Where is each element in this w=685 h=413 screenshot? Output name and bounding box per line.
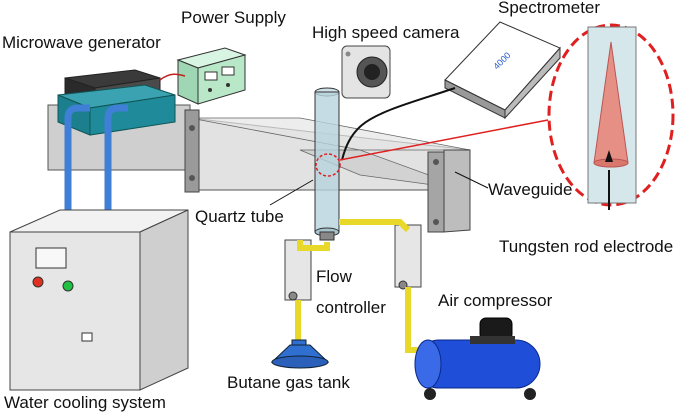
flow-controller-label-line1: Flow (316, 267, 353, 286)
microwave-generator-label: Microwave generator (2, 33, 161, 52)
spectrometer: 4000 (444, 21, 561, 120)
microwave-generator (57, 69, 176, 136)
quartz-tube (314, 87, 340, 241)
high-speed-camera-label: High speed camera (312, 23, 460, 42)
butane-gas-tank-label: Butane gas tank (227, 373, 350, 392)
waveguide-label: Waveguide (488, 180, 572, 199)
flow-controller-right (394, 224, 422, 290)
flow-controller-label-line2: controller (316, 298, 386, 317)
water-cooling-system (9, 209, 189, 391)
power-cable (159, 73, 186, 81)
air-compressor (414, 317, 541, 400)
gas-lines (295, 219, 430, 353)
high-speed-camera (341, 45, 391, 99)
air-compressor-label: Air compressor (438, 291, 553, 310)
power-supply-label: Power Supply (181, 8, 286, 27)
quartz-tube-leader (269, 179, 314, 206)
power-supply (176, 47, 247, 105)
zoom-detail (547, 23, 675, 210)
quartz-tube-label: Quartz tube (195, 207, 284, 226)
tungsten-rod-label: Tungsten rod electrode (499, 237, 673, 256)
zoom-marker (315, 153, 341, 177)
waveguide-leader (454, 171, 489, 189)
spectrometer-label: Spectrometer (498, 0, 600, 17)
cooling-pipes (64, 104, 128, 225)
water-cooling-label: Water cooling system (4, 393, 166, 412)
zoom-line (339, 119, 549, 161)
optical-fiber (341, 87, 456, 161)
butane-gas-tank (270, 339, 330, 369)
